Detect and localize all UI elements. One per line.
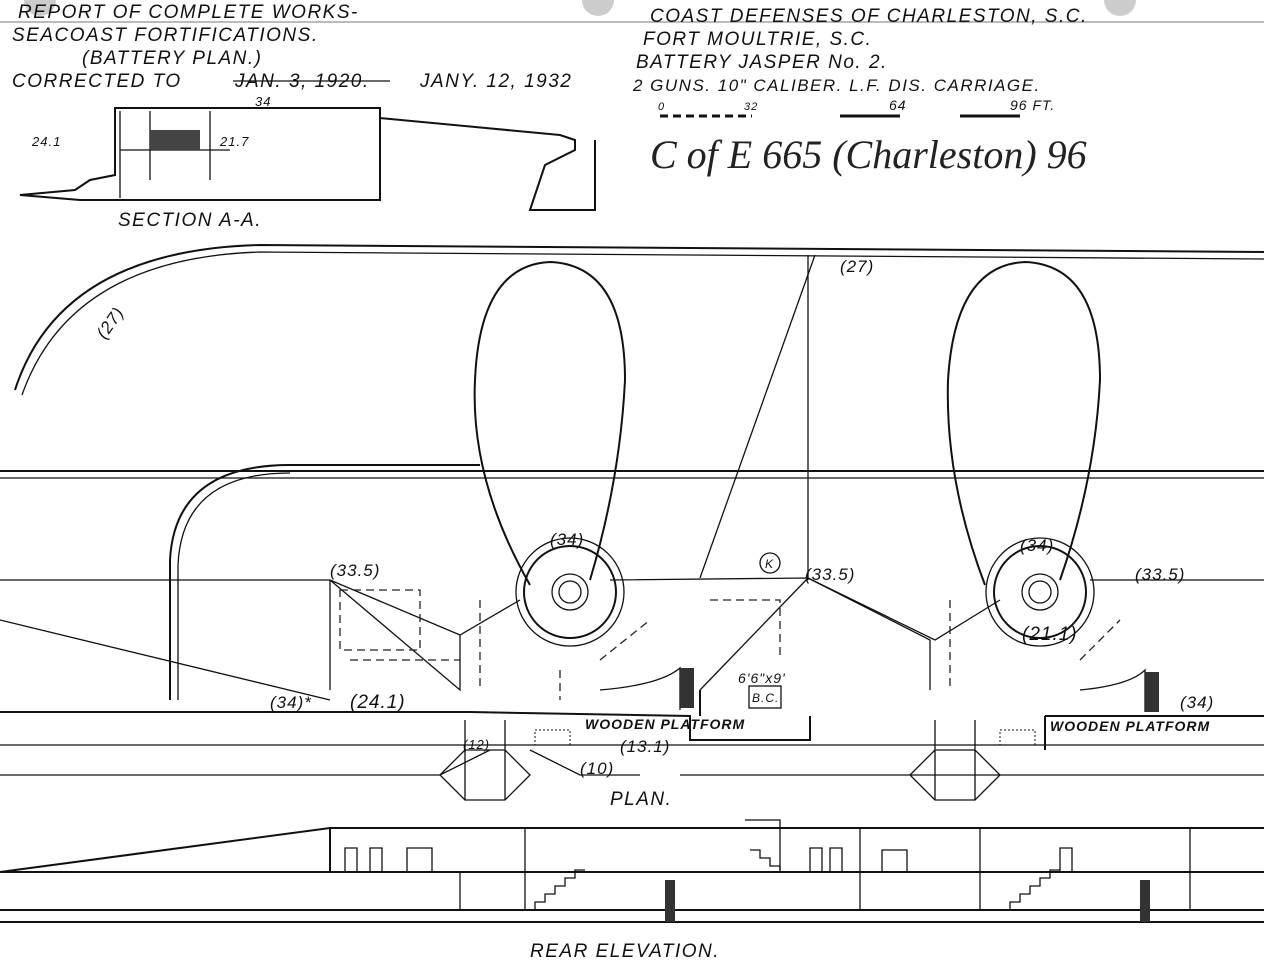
rear-elevation: REAR ELEVATION. <box>0 819 1264 962</box>
section-title: SECTION A-A. <box>118 210 262 231</box>
scale-label: 32 <box>744 101 758 113</box>
title-line: 2 GUNS. 10" CALIBER. L.F. DIS. CARRIAGE. <box>632 76 1041 95</box>
elevation-label: 24.1 <box>31 134 61 149</box>
elevation-label: (10) <box>580 759 614 778</box>
section-a-a: 34 24.1 21.7 SECTION A-A. <box>19 94 596 231</box>
punch-hole <box>24 0 56 16</box>
elevation-label: (33.5) <box>330 561 380 580</box>
title-line: REPORT OF COMPLETE WORKS- <box>18 2 359 23</box>
title-block-left: REPORT OF COMPLETE WORKS- SEACOAST FORTI… <box>12 2 572 92</box>
elevation-label: (34) <box>1180 693 1214 712</box>
title-line: (BATTERY PLAN.) <box>82 48 263 69</box>
title-line: CORRECTED TO <box>12 71 182 92</box>
bc-size-label: 6'6"x9' <box>738 670 786 686</box>
rear-elevation-title: REAR ELEVATION. <box>530 941 720 962</box>
title-line: SEACOAST FORTIFICATIONS. <box>12 25 319 46</box>
elevation-label: 21.7 <box>219 134 249 149</box>
elevation-label: (27) <box>840 257 874 276</box>
scale-label: 64 <box>889 97 907 113</box>
title-line: FORT MOULTRIE, S.C. <box>643 29 872 50</box>
elevation-label: (34) <box>550 530 584 549</box>
wooden-platform-label: WOODEN PLATFORM <box>1050 718 1210 734</box>
elevation-label: (12) <box>463 737 490 752</box>
title-line: BATTERY JASPER No. 2. <box>636 52 888 73</box>
title-block-right: COAST DEFENSES OF CHARLESTON, S.C. FORT … <box>632 6 1088 177</box>
punch-hole <box>1104 0 1136 16</box>
plan-title: PLAN. <box>610 789 672 810</box>
elevation-label: (24.1) <box>350 692 406 713</box>
bc-label: B.C. <box>752 691 779 705</box>
elevation-label: (34) <box>1020 536 1054 555</box>
elevation-label: (34)* <box>270 693 312 712</box>
corrected-date: JANY. 12, 1932 <box>419 71 572 92</box>
elevation-label: (33.5) <box>1135 565 1185 584</box>
elevation-label: (33.5) <box>805 565 855 584</box>
elevation-label: 34 <box>255 94 271 109</box>
scale-label: 96 FT. <box>1010 97 1055 113</box>
elevation-label: (21.1) <box>1022 624 1078 645</box>
scale-bar: 0 32 64 96 FT. <box>658 97 1055 118</box>
handwritten-reference: C of E 665 (Charleston) 96 <box>650 132 1087 177</box>
plan-view: K B.C. 6'6"x9' (27) (27) (34) (34) (33.5… <box>0 243 1264 810</box>
title-line: COAST DEFENSES OF CHARLESTON, S.C. <box>650 6 1088 27</box>
punch-hole <box>582 0 614 16</box>
k-marker: K <box>765 557 774 571</box>
scale-label: 0 <box>658 101 665 113</box>
elevation-label: (13.1) <box>620 737 670 756</box>
wooden-platform-label: WOODEN PLATFORM <box>585 716 745 732</box>
elevation-label: (27) <box>93 303 128 342</box>
